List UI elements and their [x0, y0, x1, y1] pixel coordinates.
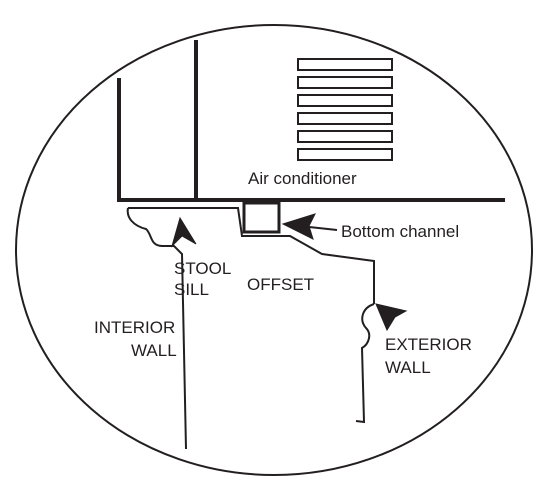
interior-wall	[162, 245, 187, 450]
stool-label: STOOL	[174, 259, 231, 278]
stool-sill-arrow	[170, 216, 197, 248]
bottom-channel	[242, 201, 281, 234]
bottom-channel-arrowhead	[281, 213, 316, 240]
exterior-label: EXTERIOR	[385, 335, 472, 354]
air-conditioner-label: Air conditioner	[248, 169, 357, 188]
interior-label: INTERIOR	[94, 318, 175, 337]
bottom-channel-label: Bottom channel	[341, 222, 459, 241]
air-conditioner-grille	[297, 58, 393, 161]
detail-circle	[15, 24, 533, 476]
exterior-wall	[355, 303, 375, 424]
interior-wall-label: WALL	[131, 341, 177, 360]
callout-arrows	[170, 213, 408, 332]
exterior-wall-label: WALL	[385, 358, 431, 377]
sill-profile	[128, 207, 375, 304]
stool-edge	[126, 207, 163, 247]
offset-label: OFFSET	[247, 275, 314, 294]
sill-label: SILL	[174, 280, 209, 299]
exterior-wall-arrow	[375, 303, 408, 332]
